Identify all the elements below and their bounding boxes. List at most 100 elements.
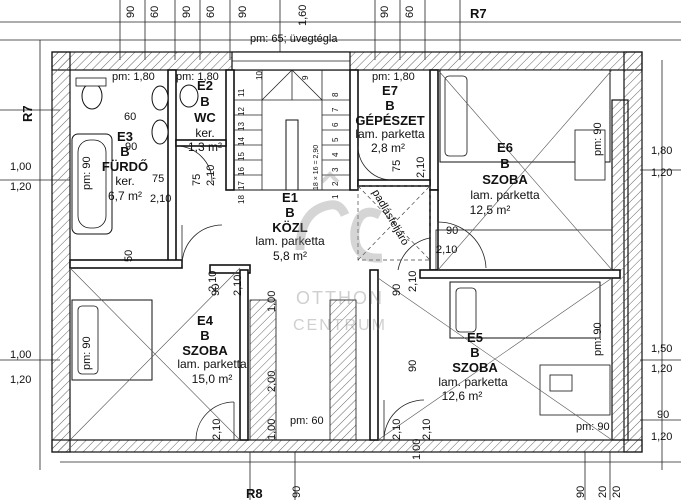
sill-bath-side: pm: 90 xyxy=(81,156,93,190)
open-dim-2: 90 xyxy=(125,141,137,153)
room-e1-label: E1 B KÖZL lam. parketta 5,8 m² xyxy=(255,190,325,263)
glass-block-label: pm: 65; üvegtégla xyxy=(250,33,338,45)
open-dim-13: 90 xyxy=(210,284,222,296)
open-dim-7: 75 xyxy=(391,160,403,172)
room-e5-name: SZOBA xyxy=(452,360,498,375)
left-dim-2: 1,20 xyxy=(10,181,31,193)
open-dim-8: 2,10 xyxy=(415,157,427,178)
sill-wc: pm: 1,80 xyxy=(176,71,219,83)
stair-num-3: 11 xyxy=(237,88,246,97)
room-e5-label: E5 B SZOBA lam. parketta 12,6 m² xyxy=(438,330,508,403)
top-dim-8: 60 xyxy=(404,6,416,18)
watermark-line1: OTTHON xyxy=(296,288,384,308)
room-e6-label: E6 B SZOBA lam. parketta 12,5 m² xyxy=(470,140,540,217)
open-dim-12: 2,10 xyxy=(207,271,219,292)
room-e2-name: WC xyxy=(194,110,216,125)
interior-walls xyxy=(69,69,621,441)
room-e5-floor: lam. parketta xyxy=(438,375,508,389)
top-dim-7: 90 xyxy=(379,6,391,18)
open-dim-22: 1,00 xyxy=(411,439,423,460)
room-e7-label: E7 B GÉPÉSZET lam. parketta 2,8 m² xyxy=(355,83,425,155)
open-dim-16: 2,10 xyxy=(407,271,419,292)
right-dim-6: 1,20 xyxy=(651,431,672,443)
room-e7-b: B xyxy=(385,98,394,113)
open-dim-23: 2,00 xyxy=(266,371,278,392)
open-dim-6: 2,10 xyxy=(205,165,217,186)
bathroom-fixtures xyxy=(71,77,199,235)
room-e2-label: E2 B WC ker. 1,3 m² xyxy=(188,78,222,154)
open-dim-19: 2,10 xyxy=(211,419,223,440)
top-dimension-labels: 90 60 90 60 90 1,60 90 60 R7 xyxy=(125,5,487,26)
open-dim-15: 90 xyxy=(391,284,403,296)
room-e6-floor: lam. parketta xyxy=(470,188,540,202)
room-e2-floor: ker. xyxy=(195,126,214,140)
room-e4-name: SZOBA xyxy=(182,343,228,358)
room-e4-b: B xyxy=(200,328,209,343)
doors xyxy=(175,145,487,441)
room-e2-area: 1,3 m² xyxy=(188,140,222,154)
bottom-dimension-chain: R8 90 90 20 20 xyxy=(60,452,681,500)
right-dim-2: 1,20 xyxy=(651,167,672,179)
room-e1-area: 5,8 m² xyxy=(273,249,307,263)
right-dim-1: 1,80 xyxy=(651,145,672,157)
room-e6-name: SZOBA xyxy=(482,172,528,187)
stair-num-14: 5 xyxy=(331,137,340,142)
room-e5-area: 12,6 m² xyxy=(442,389,483,403)
top-dim-2: 60 xyxy=(149,6,161,18)
room-e7-area: 2,8 m² xyxy=(371,141,405,155)
room-e6-b: B xyxy=(500,156,509,171)
open-dim-4: 2,10 xyxy=(150,193,171,205)
stair-num-15: 4 xyxy=(331,152,340,157)
left-dim-3: 1,00 xyxy=(10,349,31,361)
top-dim-6: 1,60 xyxy=(297,5,309,26)
top-dim-1: 90 xyxy=(125,6,137,18)
bottom-dim-2: 90 xyxy=(575,486,587,498)
room-e1-b: B xyxy=(285,205,294,220)
room-labels: E2 B WC ker. 1,3 m² E3 B FÜRDŐ ker. 6,7 … xyxy=(102,78,540,403)
room-e2-code: E2 xyxy=(197,78,213,93)
room-e5-code: E5 xyxy=(467,330,483,345)
room-e3-b: B xyxy=(120,144,129,159)
top-dim-4: 60 xyxy=(205,6,217,18)
right-dim-3: 1,50 xyxy=(651,343,672,355)
stair-num-10: 18 xyxy=(237,195,246,204)
room-e5-b: B xyxy=(470,345,479,360)
open-dim-17: 90 xyxy=(407,360,419,372)
open-dim-18: 1,00 xyxy=(266,291,278,312)
top-axis-r7: R7 xyxy=(470,6,487,21)
sill-e6-side: pm: 90 xyxy=(592,122,604,156)
room-e4-label: E4 B SZOBA lam. parketta 15,0 m² xyxy=(177,313,247,386)
stair-num-16: 3 xyxy=(331,167,340,172)
open-dim-21: 2,10 xyxy=(391,419,403,440)
room-e6-area: 12,5 m² xyxy=(470,203,511,217)
stair-num-2: 9 xyxy=(301,75,310,80)
room-e4-code: E4 xyxy=(197,313,214,328)
furniture xyxy=(71,69,613,441)
sill-e4-side: pm: 90 xyxy=(81,336,93,370)
sill-e5-bottom: pm: 90 xyxy=(576,421,610,433)
bottom-dim-1: 90 xyxy=(291,486,303,498)
open-dim-5: 75 xyxy=(191,174,203,186)
stair-num-11: 8 xyxy=(331,92,340,97)
right-dim-4: 1,20 xyxy=(651,363,672,375)
room-e3-label: E3 B FÜRDŐ ker. 6,7 m² xyxy=(102,129,148,203)
stair-num-9: 17 xyxy=(237,181,246,190)
top-dim-3: 90 xyxy=(181,6,193,18)
open-dim-1: 60 xyxy=(124,111,136,123)
glass-block-wall: pm: 65; üvegtégla xyxy=(231,33,351,71)
room-diagonals xyxy=(69,69,613,441)
room-e3-name: FÜRDŐ xyxy=(102,159,148,174)
room-e1-code: E1 xyxy=(282,190,298,205)
top-dim-5: 90 xyxy=(237,6,249,18)
bottom-dim-3: 20 xyxy=(597,486,609,498)
room-e7-name: GÉPÉSZET xyxy=(355,113,424,128)
sill-bath: pm: 1,80 xyxy=(112,71,155,83)
stair-num-7: 15 xyxy=(237,152,246,161)
top-dimension-chain xyxy=(0,0,681,60)
open-dim-3: 75 xyxy=(152,173,164,185)
opening-dimensions: 60 90 75 2,10 75 2,10 75 2,10 50 90 2,10… xyxy=(123,111,458,460)
left-dim-1: 1,00 xyxy=(10,161,31,173)
stair-num-4: 12 xyxy=(237,107,246,116)
room-e2-b: B xyxy=(200,94,209,109)
stair-num-12: 7 xyxy=(331,107,340,112)
